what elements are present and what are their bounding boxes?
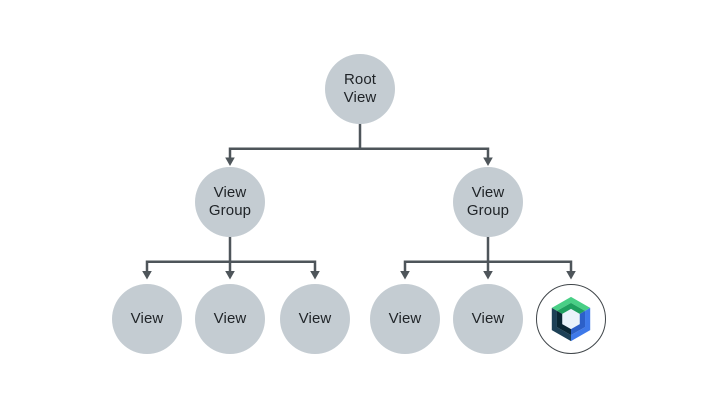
- arrowhead-icon: [483, 157, 493, 166]
- node-view-left-2-label: View: [213, 310, 247, 327]
- node-view-left-3: View: [280, 284, 350, 354]
- jetpack-compose-icon: [551, 296, 591, 342]
- node-root-view-label: Root View: [343, 71, 377, 106]
- node-view-left-1-label: View: [130, 310, 164, 327]
- arrowhead-icon: [225, 157, 235, 166]
- arrowhead-icon: [483, 271, 493, 280]
- arrowhead-icons: [142, 157, 576, 280]
- node-jetpack-compose: [536, 284, 606, 354]
- arrowhead-icon: [310, 271, 320, 280]
- node-view-left-3-label: View: [298, 310, 332, 327]
- node-view-group-left-label: View Group: [208, 184, 252, 219]
- arrowhead-icon: [400, 271, 410, 280]
- node-view-right-1: View: [370, 284, 440, 354]
- node-view-group-left: View Group: [195, 167, 265, 237]
- arrowhead-icon: [566, 271, 576, 280]
- node-view-right-2: View: [453, 284, 523, 354]
- connector-lines: [145, 123, 573, 272]
- node-root-view: Root View: [325, 54, 395, 124]
- node-view-right-1-label: View: [388, 310, 422, 327]
- arrowhead-icon: [142, 271, 152, 280]
- arrowhead-icon: [225, 271, 235, 280]
- node-view-group-right-label: View Group: [466, 184, 510, 219]
- node-view-right-2-label: View: [471, 310, 505, 327]
- node-view-left-1: View: [112, 284, 182, 354]
- node-view-group-right: View Group: [453, 167, 523, 237]
- node-view-left-2: View: [195, 284, 265, 354]
